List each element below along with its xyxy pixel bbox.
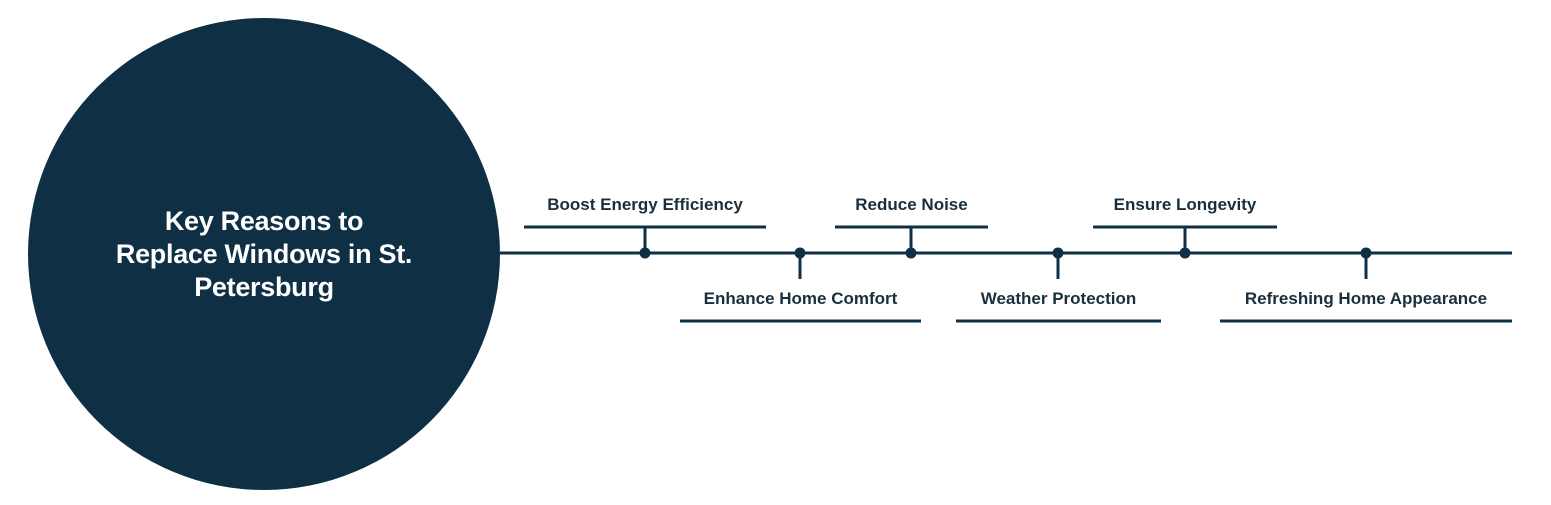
branch-label-enhance-home-comfort: Enhance Home Comfort xyxy=(703,289,898,308)
central-topic-title: Key Reasons to Replace Windows in St. Pe… xyxy=(115,205,413,302)
branch-label-refreshing-home-appearance: Refreshing Home Appearance xyxy=(1244,289,1488,308)
branch-node-4 xyxy=(1179,247,1191,259)
branch-node-5 xyxy=(1360,247,1372,259)
branch-node-1 xyxy=(794,247,806,259)
branch-label-reduce-noise: Reduce Noise xyxy=(855,195,968,214)
central-topic-circle: Key Reasons to Replace Windows in St. Pe… xyxy=(28,18,500,490)
branch-label-weather-protection: Weather Protection xyxy=(980,289,1137,308)
branch-node-2 xyxy=(905,247,917,259)
branch-label-ensure-longevity: Ensure Longevity xyxy=(1113,195,1257,214)
branch-node-3 xyxy=(1052,247,1064,259)
branch-label-boost-energy-efficiency: Boost Energy Efficiency xyxy=(547,195,743,214)
branch-node-0 xyxy=(639,247,651,259)
